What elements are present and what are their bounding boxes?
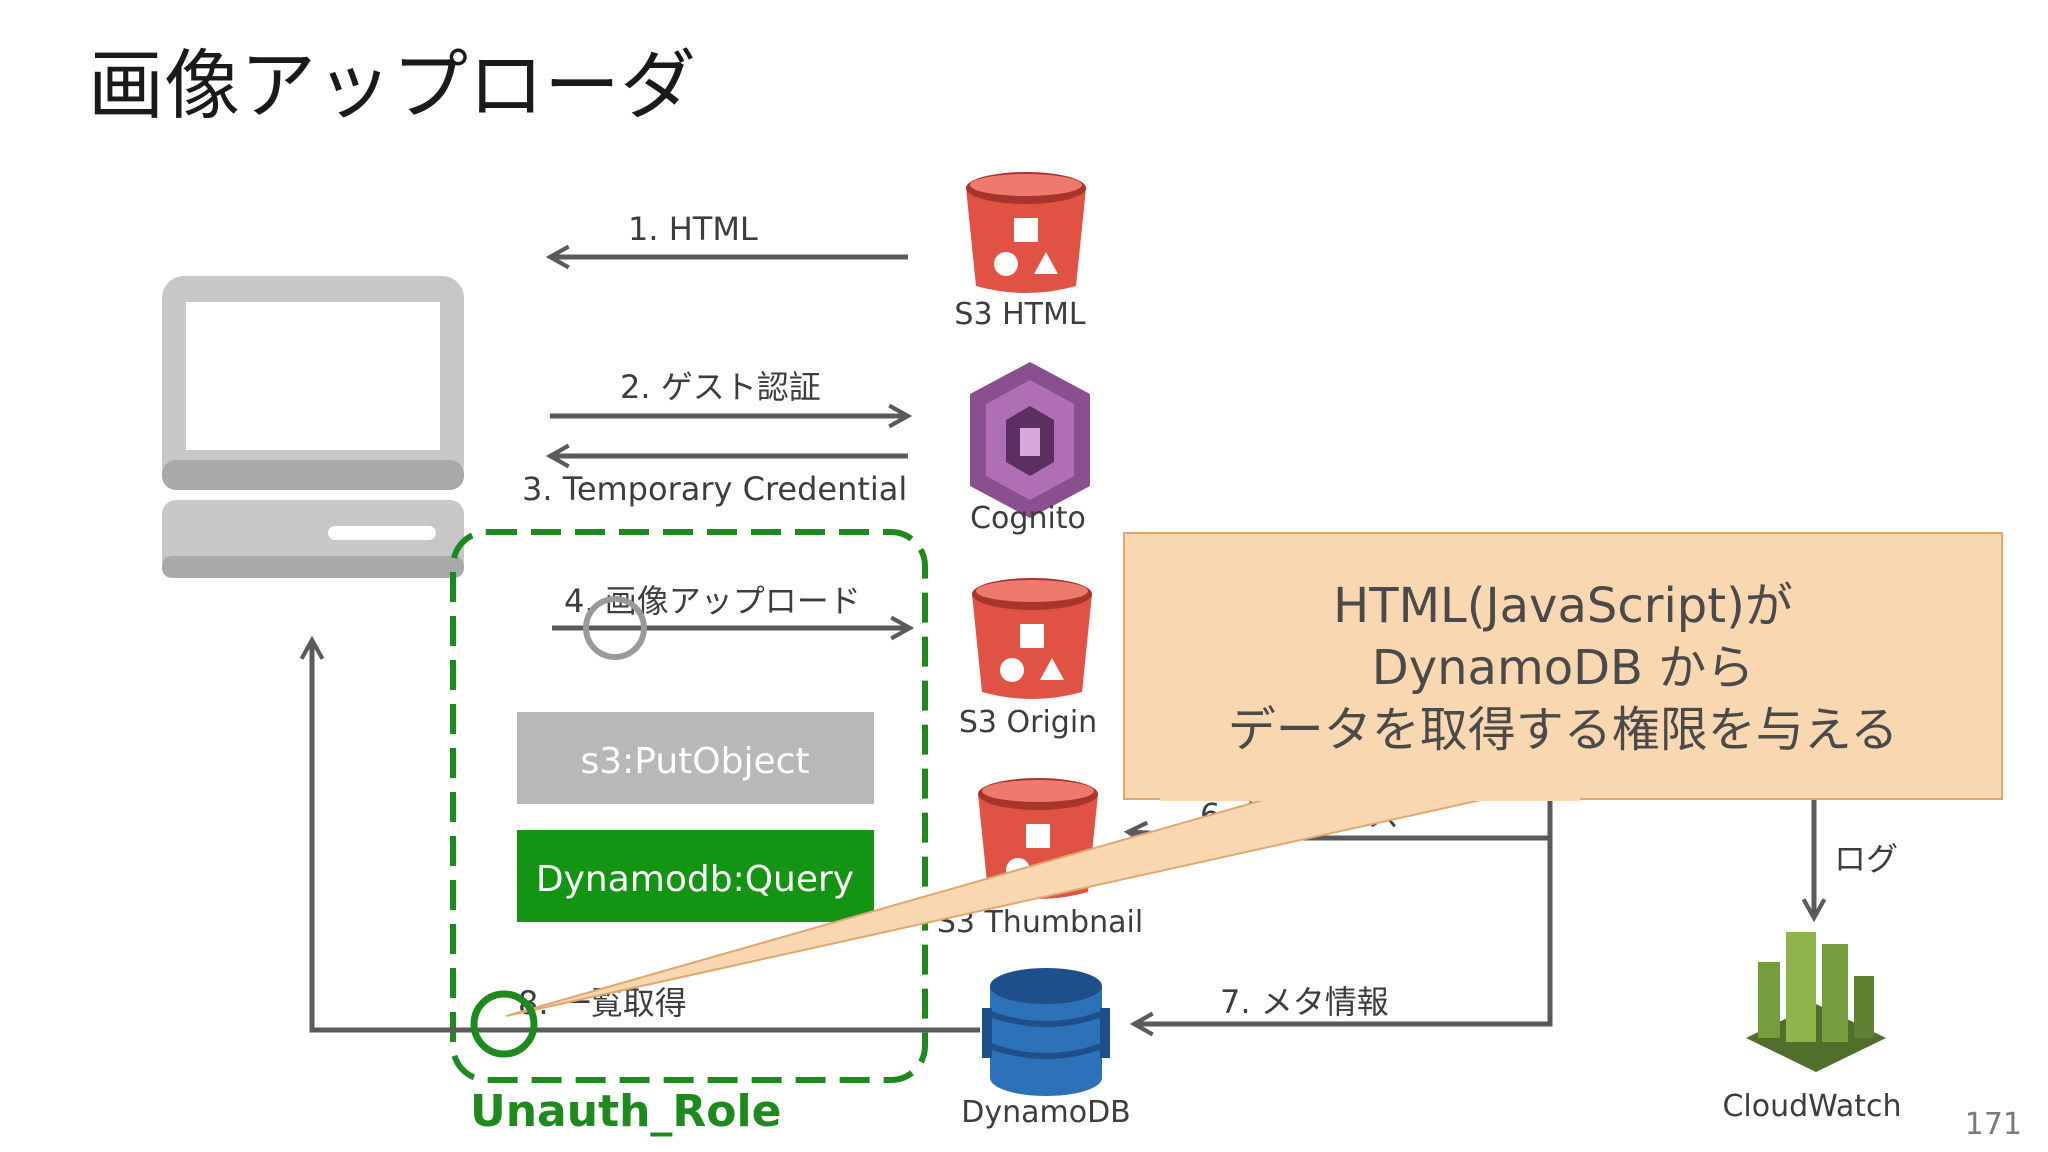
cloudwatch-icon	[1746, 932, 1886, 1072]
label-step2: 2. ゲスト認証	[620, 368, 821, 406]
unauth-role-label: Unauth_Role	[470, 1086, 781, 1137]
callout-line-2: DynamoDB から	[1372, 640, 1754, 696]
callout-line-3: データを取得する権限を与える	[1228, 702, 1899, 758]
permission-s3-putobject-box	[517, 712, 874, 804]
slide-title: 画像アップローダ	[88, 41, 696, 130]
callout: HTML(JavaScript)が DynamoDB から データを取得する権限…	[505, 532, 2003, 1017]
permission-dynamodb-query: Dynamodb:Query	[536, 859, 854, 900]
permission-s3-putobject: s3:PutObject	[580, 741, 809, 782]
arrow-step8	[312, 640, 980, 1033]
s3-html-icon	[966, 172, 1086, 293]
label-step7: 7. メタ情報	[1220, 983, 1389, 1021]
computer-icon	[162, 276, 464, 578]
page-number: 171	[1965, 1107, 2022, 1142]
label-cloudwatch: CloudWatch	[1722, 1089, 1901, 1124]
permission-dynamodb-query-box	[517, 830, 874, 922]
label-s3-origin: S3 Origin	[959, 705, 1097, 740]
s3-origin-icon	[972, 578, 1092, 699]
callout-box	[1123, 532, 2003, 800]
label-s3-html: S3 HTML	[954, 297, 1085, 332]
label-step3: 3. Temporary Credential	[522, 470, 907, 508]
unauth-role-box	[450, 529, 928, 1083]
highlight-circle-step4	[583, 596, 647, 660]
label-log: ログ	[1834, 840, 1898, 878]
cognito-icon	[970, 362, 1090, 518]
label-dynamodb: DynamoDB	[961, 1095, 1131, 1130]
dynamodb-icon	[982, 968, 1110, 1096]
label-cognito: Cognito	[970, 501, 1086, 536]
label-step1: 1. HTML	[628, 210, 758, 248]
highlight-circle-step8	[470, 990, 538, 1058]
arrow-step7	[1134, 780, 1553, 1024]
callout-line-1: HTML(JavaScript)が	[1333, 578, 1793, 634]
